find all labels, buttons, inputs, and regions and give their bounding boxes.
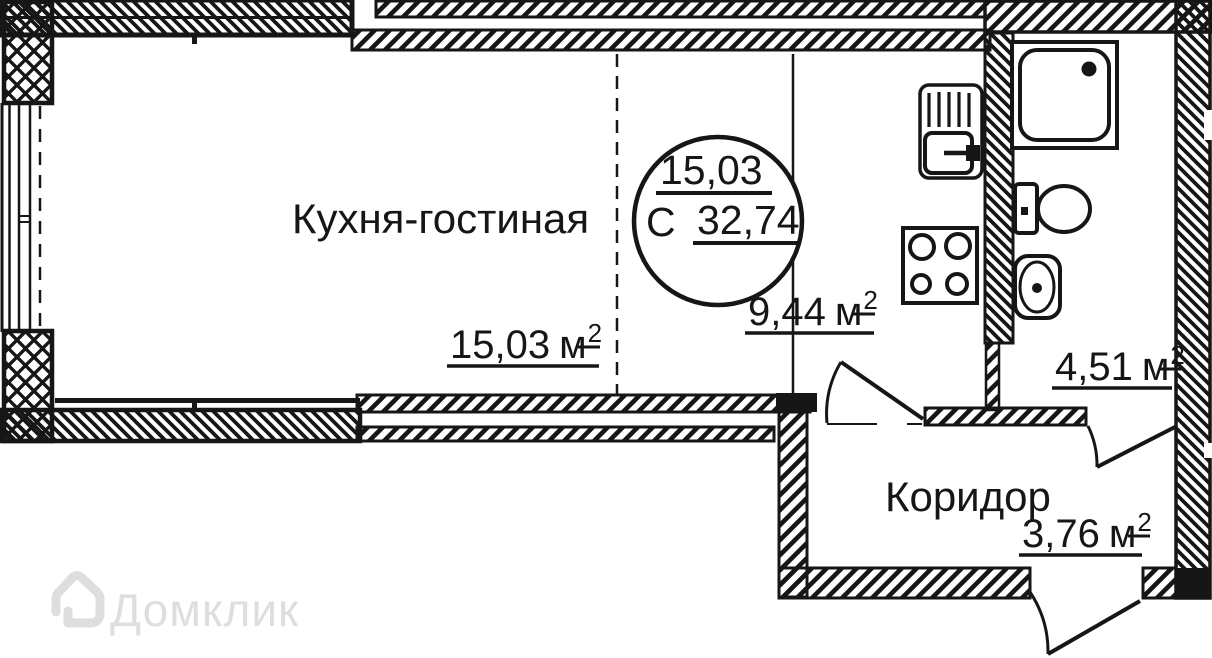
wall-partition-bathroom <box>983 31 1015 345</box>
door-leaf <box>1047 599 1141 656</box>
door-swing-arc <box>825 361 843 424</box>
wall-tick-top <box>192 35 197 44</box>
watermark-domclick: Домклик <box>51 571 299 636</box>
door-leaf <box>1096 424 1178 469</box>
door-swing-arc <box>1086 425 1099 468</box>
toilet-button-icon <box>1021 207 1028 215</box>
door-bathroom <box>1086 424 1178 469</box>
window-left <box>0 101 42 334</box>
wall-tick-bottom <box>192 398 197 411</box>
fixture-toilet <box>1013 182 1092 235</box>
area-unit: м <box>1142 345 1170 389</box>
kitchen-sink-drainboard-lines <box>927 92 971 127</box>
wall-bottom-band-inner <box>355 425 776 443</box>
area-sup: 2 <box>1170 340 1184 370</box>
room-label-corridor: Коридор <box>885 473 1051 520</box>
area-value: 4,51 <box>1055 345 1133 389</box>
area-unit: м <box>1109 512 1137 556</box>
stove-burner-1 <box>908 233 936 261</box>
window-frame <box>17 101 32 334</box>
wall-entrance-jamb <box>1141 566 1178 600</box>
door-swing-arc <box>1028 591 1050 655</box>
shower-tray-outline <box>1010 40 1119 150</box>
shower-drain-icon <box>1081 61 1097 77</box>
fixture-kitchen-sink <box>918 83 984 180</box>
house-logo-icon <box>51 571 105 628</box>
wall-partition-stub <box>984 341 1001 412</box>
stamp-letter: С <box>646 199 676 245</box>
stove-burner-4 <box>945 272 969 296</box>
area-sup: 2 <box>1137 507 1151 537</box>
watermark-brand-text: Домклик <box>110 584 299 636</box>
kitchen-faucet-icon <box>966 145 980 161</box>
wall-bottom-left-faceline <box>55 398 360 403</box>
stove-burner-3 <box>910 273 932 295</box>
stamp-total-area: 32,74 <box>697 197 800 243</box>
wall-bottom-left <box>0 407 363 444</box>
wall-right-notch-top <box>1204 110 1212 140</box>
wall-right <box>1174 0 1212 600</box>
washbasin-bowl <box>1018 260 1056 314</box>
walls <box>0 0 1212 600</box>
door-living-to-corridor <box>825 360 925 425</box>
area-value: 9,44 <box>748 290 826 334</box>
fixture-shower-tray <box>1010 40 1119 150</box>
area-stamp: 15,03 С 32,74 <box>631 134 805 308</box>
wall-bathroom-bottom <box>923 406 1088 427</box>
room-label-kitchen-living: Кухня-гостиная <box>292 195 589 242</box>
area-value: 3,76 <box>1022 512 1100 556</box>
door-entrance <box>1028 591 1141 656</box>
wall-right-notch-mid <box>1204 443 1212 458</box>
wall-door-jamb-living <box>776 393 817 412</box>
wall-corridor-bottom <box>777 566 1032 600</box>
area-value: 15,03 <box>450 323 550 367</box>
wall-corner-bottom-right <box>1176 568 1210 598</box>
wall-top-band-inner <box>350 28 992 52</box>
toilet-bowl <box>1036 184 1092 234</box>
stamp-living-area: 15,03 <box>660 147 763 193</box>
shower-tray-inner <box>1018 48 1111 142</box>
fixture-stove <box>901 226 979 305</box>
washbasin-drain-icon <box>1032 283 1042 293</box>
area-unit: м <box>835 290 863 334</box>
area-sup: 2 <box>863 285 877 315</box>
door-leaf <box>839 360 925 421</box>
wall-top-band-outer <box>374 0 987 19</box>
area-sup: 2 <box>588 318 602 348</box>
wall-bottom-band-outer <box>355 393 812 414</box>
fixture-washbasin <box>1013 254 1062 320</box>
area-unit: м <box>559 323 587 367</box>
area-stamp-circle <box>631 134 805 308</box>
wall-left-pier-top <box>1 0 55 106</box>
wall-bathroom-top <box>983 0 1212 34</box>
stove-burner-2 <box>944 232 972 260</box>
